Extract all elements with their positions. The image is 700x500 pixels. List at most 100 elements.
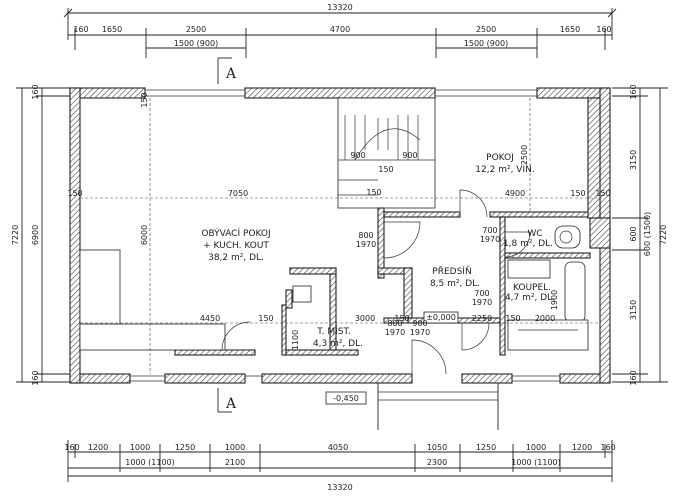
door-1-width: 800 <box>358 231 373 240</box>
door-2-width: 700 <box>482 226 497 235</box>
door-swings <box>221 189 531 375</box>
bottom-window-dim-2: 2100 <box>225 458 245 467</box>
left-total-dimension: 7220 <box>11 225 20 245</box>
section-mark-top: A <box>225 66 237 82</box>
top-dim-3: 2500 <box>186 25 206 34</box>
left-inner-dimension: 6900 <box>31 225 40 245</box>
int-dim-16: 1100 <box>291 330 300 350</box>
floor-level: ±0,000 <box>426 313 456 322</box>
windows <box>130 89 560 382</box>
int-dim-14: 150 <box>505 314 520 323</box>
door-swing-predsin <box>383 221 421 259</box>
int-dim-9: 4450 <box>200 314 220 323</box>
door-swing-tmist <box>221 321 251 351</box>
room-tmist-area: 4,3 m², DL. <box>313 339 363 349</box>
bottom-total-dimension: 13320 <box>327 483 352 492</box>
room-living-name: OBÝVACÍ POKOJ <box>201 227 270 239</box>
bottom-dim-2: 1200 <box>88 443 108 452</box>
int-dim-13: 2250 <box>472 314 492 323</box>
exterior-walls <box>69 87 611 384</box>
right-dimension-chain: 160 3150 600 600 (1500) 3150 160 7220 <box>612 84 668 386</box>
bottom-dim-1: 160 <box>64 443 79 452</box>
room-koupel-area: 4,7 m², DL. <box>505 293 555 303</box>
right-dim-3: 600 <box>629 226 638 241</box>
top-window-dim-left: 1500 (900) <box>174 39 218 48</box>
bottom-dim-7: 1050 <box>427 443 447 452</box>
right-dim-4: 600 (1500) <box>643 212 652 256</box>
utility-cabinet <box>292 285 312 303</box>
int-dim-15: 2000 <box>535 314 555 323</box>
bottom-dim-8: 1250 <box>476 443 496 452</box>
left-wall-dim-top: 160 <box>31 84 40 99</box>
door-labels: 800 1970 700 1970 700 1970 800 1970 900 … <box>356 226 500 337</box>
int-dim-12: 150 <box>394 314 409 323</box>
door-2-height: 1970 <box>480 235 500 244</box>
door-4-width: 800 <box>387 319 402 328</box>
top-dim-4: 4700 <box>330 25 350 34</box>
section-mark-bottom: A <box>225 396 237 412</box>
door-swing-koupel <box>461 322 490 351</box>
int-dim-8: 2500 <box>520 145 529 165</box>
top-dim-7: 160 <box>596 25 611 34</box>
shower-tray <box>507 319 589 351</box>
bottom-window-dim-1: 1000 (1100) <box>125 458 175 467</box>
int-dim-11: 3000 <box>355 314 375 323</box>
top-window-dim-right: 1500 (900) <box>464 39 508 48</box>
door-3-width: 700 <box>474 289 489 298</box>
room-pokoj-name: POKOJ <box>486 153 514 163</box>
terrace: -0,450 <box>325 383 499 430</box>
room-pokoj-area: 12,2 m², VIN. <box>475 165 534 175</box>
bottom-dimension-chain: 160 1200 1000 1250 1000 4050 1050 1250 1… <box>64 440 616 492</box>
toilet <box>554 225 581 249</box>
right-dim-1: 160 <box>629 84 638 99</box>
right-dim-5: 3150 <box>629 300 638 320</box>
floor-level-marker: ±0,000 <box>423 311 459 324</box>
bathroom-counter <box>507 259 551 279</box>
bottom-dim-5: 1000 <box>225 443 245 452</box>
door-swing-wc <box>504 231 531 258</box>
room-koupel-name: KOUPEL. <box>513 283 551 293</box>
int-dim-6: 6000 <box>140 225 149 245</box>
door-5-height: 1970 <box>410 328 430 337</box>
top-total-dimension: 13320 <box>327 3 352 12</box>
int-dim-5: 150 <box>595 189 610 198</box>
bottom-dim-9: 1000 <box>526 443 546 452</box>
top-dim-6: 1650 <box>560 25 580 34</box>
door-4-height: 1970 <box>385 328 405 337</box>
staircase: 900 150 900 150 <box>338 115 435 197</box>
bottom-dim-10: 1200 <box>572 443 592 452</box>
top-dim-2: 1650 <box>102 25 122 34</box>
room-living-area: 38,2 m², DL. <box>208 253 264 263</box>
bottom-dim-6: 4050 <box>328 443 348 452</box>
top-dimension-chain: 13320 160 1650 2500 4700 2500 1650 160 1… <box>63 3 617 58</box>
stair-dim-1: 900 <box>350 151 365 160</box>
bottom-dim-3: 1000 <box>130 443 150 452</box>
stair-dim-4: 150 <box>366 188 381 197</box>
door-swing-pokoj <box>459 189 488 218</box>
right-dim-6: 160 <box>629 370 638 385</box>
interior-dimensions: 150 7050 4900 150 150 6000 150 2500 4450… <box>67 92 611 374</box>
left-wall-dim-bottom: 160 <box>31 370 40 385</box>
right-dim-2: 3150 <box>629 150 638 170</box>
top-dim-1: 160 <box>73 25 88 34</box>
int-dim-2: 7050 <box>228 189 248 198</box>
bottom-window-dim-3: 2300 <box>427 458 447 467</box>
bottom-dim-4: 1250 <box>175 443 195 452</box>
int-dim-1: 150 <box>67 189 82 198</box>
int-dim-7: 150 <box>140 92 149 107</box>
int-dim-4: 150 <box>570 189 585 198</box>
room-predsin-area: 8,5 m², DL. <box>430 279 480 289</box>
section-markers: A A <box>217 57 237 413</box>
room-wc-name: WC <box>527 229 542 239</box>
int-dim-3: 4900 <box>505 189 525 198</box>
door-3-height: 1970 <box>472 298 492 307</box>
stair-dim-3: 900 <box>402 151 417 160</box>
room-wc-area: 1,8 m², DL. <box>503 239 553 249</box>
bottom-dim-11: 160 <box>600 443 615 452</box>
room-living-sub: + KUCH. KOUT <box>203 241 269 251</box>
room-tmist-name: T. MÍST. <box>316 325 351 337</box>
terrace-level-box <box>325 391 367 405</box>
int-dim-10: 150 <box>258 314 273 323</box>
room-labels: OBÝVACÍ POKOJ + KUCH. KOUT 38,2 m², DL. … <box>201 153 555 349</box>
